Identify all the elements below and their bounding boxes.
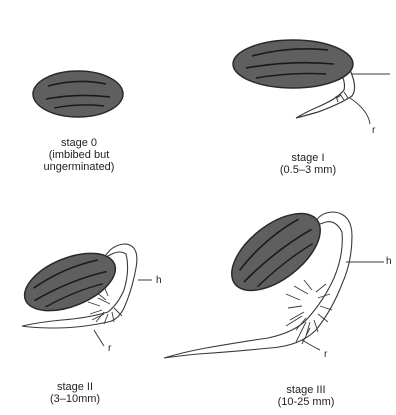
- stage-1-caption: stage I (0.5–3 mm): [268, 152, 348, 176]
- stage-0-description-line1: (imbibed but: [34, 149, 124, 161]
- stage-3-radicle-label: r: [324, 350, 327, 360]
- stage-1-size-range: (0.5–3 mm): [268, 164, 348, 176]
- stage-2-caption: stage II (3–10mm): [40, 381, 110, 405]
- stage-0-description-line2: ungerminated): [34, 161, 124, 173]
- stage-3-caption: stage III (10-25 mm): [266, 384, 346, 408]
- stage-1-title: stage I: [268, 152, 348, 164]
- stage-2-radicle-label: r: [108, 344, 111, 354]
- stage-3-size-range: (10-25 mm): [266, 396, 346, 408]
- stage-2-seedling: [17, 242, 152, 346]
- stage-2-title: stage II: [40, 381, 110, 393]
- stage-3-title: stage III: [266, 384, 346, 396]
- stage-1-seedling: [233, 40, 390, 124]
- stage-1-radicle-label: r: [372, 126, 375, 136]
- stage-2-size-range: (3–10mm): [40, 393, 110, 405]
- stage-3-seedling: [164, 199, 384, 358]
- stage-0-seed: [33, 71, 123, 117]
- stage-0-caption: stage 0 (imbibed but ungerminated): [34, 137, 124, 173]
- stage-2-hypocotyl-label: h: [156, 276, 162, 286]
- stage-3-hypocotyl-label: h: [386, 257, 392, 267]
- stage-0-title: stage 0: [34, 137, 124, 149]
